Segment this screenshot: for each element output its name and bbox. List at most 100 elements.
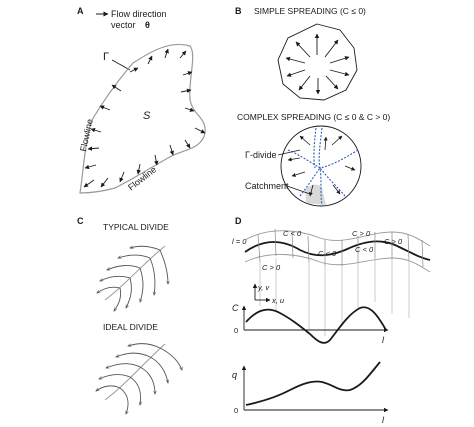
c-label-6: C > 0	[384, 237, 403, 246]
ideal-divide-line	[104, 343, 166, 401]
flowline-left-label: Flowline	[78, 118, 95, 152]
legend-line-2: vector	[111, 20, 136, 30]
flowline	[159, 249, 168, 284]
flow-vector-icon	[100, 177, 109, 188]
flowline	[114, 287, 122, 311]
legend-line-1: Flow direction	[111, 9, 167, 19]
flowline	[149, 257, 155, 295]
flow-vector-icon	[147, 55, 153, 65]
flow-vector-icon	[291, 171, 306, 177]
flowline	[97, 286, 121, 293]
curvature-curve	[245, 306, 387, 344]
flow-vector-icon	[84, 164, 97, 170]
flow-vector-icon	[99, 105, 111, 111]
flowline	[116, 352, 151, 357]
legend-symbol: θ	[145, 20, 150, 30]
flowline	[107, 265, 141, 270]
flowline	[140, 267, 144, 302]
gamma-label: Γ	[103, 51, 109, 63]
flow-vector-icon	[164, 48, 169, 59]
flow-vector-icon	[153, 154, 159, 166]
curvature-plot: C 0 l	[232, 303, 389, 345]
flowline	[106, 363, 141, 368]
flow-vector-icon	[332, 184, 341, 195]
panel-d-letter: D	[235, 216, 242, 226]
flowline-bottom-label: Flowline	[126, 164, 158, 192]
flow-vector-icon	[184, 139, 191, 149]
flow-vector-icon	[329, 56, 350, 64]
divide-upper-bound	[244, 230, 431, 247]
typical-divide-flowlines	[97, 246, 168, 311]
panel-a: A Flow direction vector θ Γ S	[77, 6, 206, 194]
gamma-divide-leader	[277, 149, 301, 156]
flowline	[159, 347, 183, 370]
flow-vector-icon	[329, 69, 350, 77]
complex-spreading-outline	[280, 125, 362, 207]
c-plot-ylabel: C	[232, 303, 239, 313]
flow-vector-icon	[324, 39, 339, 58]
flow-vector-icon	[179, 50, 187, 59]
flow-vector-icon	[323, 136, 328, 151]
flow-vector-icon	[87, 146, 100, 151]
divide-lower-bound	[244, 253, 431, 273]
axis-x-label: x, u	[271, 296, 285, 305]
ideal-divide-title: IDEAL DIVIDE	[103, 322, 158, 332]
c-label-4: C > 0	[352, 229, 371, 238]
flow-vector-icon	[180, 88, 192, 94]
catchment-area	[305, 184, 326, 205]
flowline	[119, 387, 128, 414]
flow-vector-icon	[295, 41, 311, 58]
flow-vector-icon	[299, 135, 311, 146]
flow-vector-icon	[298, 75, 311, 91]
flowline	[130, 246, 161, 251]
flow-vectors-a	[83, 48, 206, 188]
panel-c: C TYPICAL DIVIDE IDEAL DIVIDE	[77, 216, 183, 414]
c-label-3: C < 0	[318, 249, 337, 258]
flux-plot: q 0 l	[232, 361, 389, 425]
q-plot-xlabel: l	[382, 415, 385, 425]
flow-vector-icon	[286, 69, 306, 77]
divide-center-line	[244, 240, 431, 261]
flowline	[96, 385, 121, 391]
ideal-divide-flowlines	[96, 343, 183, 414]
connector-lines	[259, 258, 410, 336]
ice-region-outline	[79, 43, 206, 194]
flow-vector-icon	[194, 127, 206, 134]
flowline	[99, 374, 131, 379]
flowline	[118, 254, 151, 258]
flow-vector-icon	[184, 107, 195, 112]
l-zero-label: l = 0	[232, 237, 247, 246]
flow-vector-icon	[111, 84, 122, 92]
panel-c-letter: C	[77, 216, 84, 226]
c-plot-zero: 0	[234, 326, 238, 335]
catchment-leader	[286, 185, 311, 195]
panel-b-letter: B	[235, 6, 242, 16]
flowline	[128, 343, 161, 349]
axis-y-label: y, v	[257, 283, 270, 292]
c-label-5: C < 0	[355, 245, 374, 254]
panel-d: D l = 0 C < 0 C > 0 C < 0 C > 0 C < 0 C …	[232, 216, 431, 425]
flowline	[139, 366, 155, 394]
simple-spreading-title: SIMPLE SPREADING (C ≤ 0)	[254, 6, 366, 16]
gamma-divide-lines	[287, 127, 359, 206]
c-plot-xlabel: l	[382, 335, 385, 345]
flow-vector-icon	[331, 135, 343, 146]
simple-spreading-outline	[277, 23, 358, 101]
panel-a-letter: A	[77, 6, 84, 16]
catchment-label: Catchment	[245, 181, 289, 191]
panel-b: B SIMPLE SPREADING (C ≤ 0) COMPLEX SPREA…	[235, 6, 390, 207]
flow-vector-icon	[287, 157, 301, 162]
flow-vector-icon	[309, 184, 314, 197]
q-plot-ylabel: q	[232, 370, 237, 380]
flow-vector-icon	[90, 128, 102, 133]
flow-vector-icon	[325, 75, 339, 90]
c-label-2: C > 0	[262, 263, 281, 272]
flow-vector-icon	[119, 171, 125, 183]
flow-vector-icon	[182, 71, 193, 76]
flow-vector-icon	[169, 144, 174, 156]
gamma-leader	[111, 59, 131, 71]
flow-vector-icon	[83, 179, 95, 188]
gamma-divide-label: Γ-divide	[245, 150, 276, 160]
q-plot-zero: 0	[234, 406, 238, 415]
